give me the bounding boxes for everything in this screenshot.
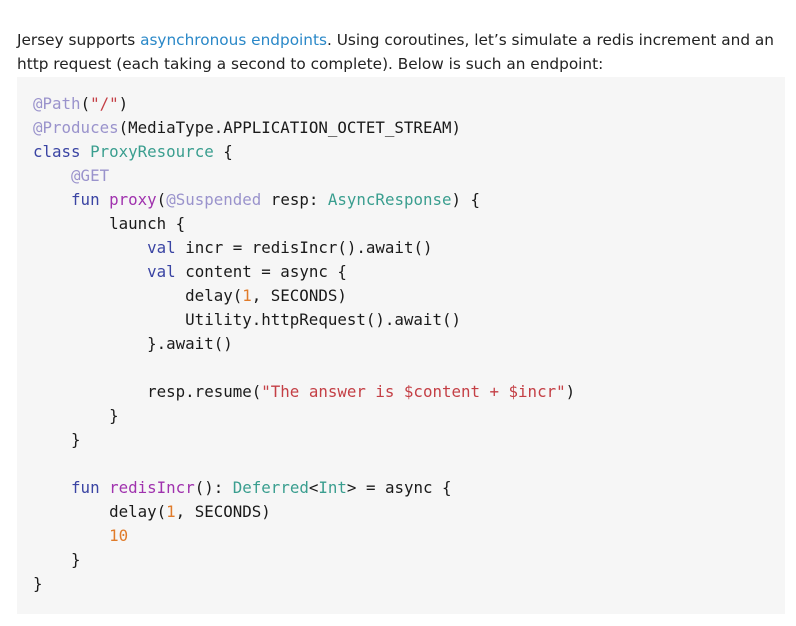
- code-token-type: Deferred: [232, 478, 309, 497]
- code-token-fn: proxy: [109, 190, 157, 209]
- code-line: @GET: [33, 164, 785, 188]
- code-token-anno: @GET: [71, 166, 110, 185]
- code-token-plain: ():: [194, 478, 233, 497]
- code-line: class ProxyResource {: [33, 140, 785, 164]
- code-listing: @Path("/")@Produces(MediaType.APPLICATIO…: [33, 92, 785, 596]
- code-token-plain: [33, 190, 71, 209]
- code-line: @Path("/"): [33, 92, 785, 116]
- code-token-plain: }: [33, 430, 81, 449]
- code-token-type: ProxyResource: [90, 142, 214, 161]
- code-token-num: 10: [109, 526, 129, 545]
- code-token-kw: val: [147, 238, 176, 257]
- code-token-plain: (MediaType.APPLICATION_OCTET_STREAM): [118, 118, 461, 137]
- code-token-plain: ) {: [451, 190, 481, 209]
- code-token-plain: , SECONDS): [251, 286, 347, 305]
- code-token-anno: @Produces: [33, 118, 119, 137]
- code-token-fn: redisIncr: [109, 478, 195, 497]
- code-token-plain: [33, 166, 71, 185]
- code-line: fun redisIncr(): Deferred<Int> = async {: [33, 476, 785, 500]
- code-line: }: [33, 428, 785, 452]
- code-token-plain: ): [118, 94, 129, 113]
- code-token-num: 1: [166, 502, 176, 521]
- code-line: val incr = redisIncr().await(): [33, 236, 785, 260]
- code-line: }.await(): [33, 332, 785, 356]
- code-line: fun proxy(@Suspended resp: AsyncResponse…: [33, 188, 785, 212]
- code-token-plain: [100, 190, 110, 209]
- code-line: [33, 356, 785, 380]
- code-token-plain: [33, 262, 147, 281]
- code-token-plain: delay(: [33, 286, 243, 305]
- code-token-plain: ): [565, 382, 576, 401]
- code-token-plain: > = async {: [346, 478, 452, 497]
- code-token-plain: }: [33, 406, 119, 425]
- code-token-type: AsyncResponse: [327, 190, 452, 209]
- code-line: 10: [33, 524, 785, 548]
- code-token-plain: }.await(): [33, 334, 233, 353]
- code-token-kw: fun: [71, 190, 100, 209]
- code-token-plain: [81, 142, 91, 161]
- code-line: }: [33, 404, 785, 428]
- code-token-anno: @Path: [33, 94, 81, 113]
- code-token-plain: launch {: [33, 214, 186, 233]
- code-token-str: "The answer is $content + $incr": [261, 382, 566, 401]
- code-token-plain: <: [308, 478, 319, 497]
- intro-paragraph: Jersey supports asynchronous endpoints. …: [17, 28, 777, 76]
- code-token-plain: Utility.httpRequest().await(): [33, 310, 461, 329]
- code-line: @Produces(MediaType.APPLICATION_OCTET_ST…: [33, 116, 785, 140]
- code-token-plain: incr = redisIncr().await(): [175, 238, 433, 257]
- code-token-plain: [33, 238, 147, 257]
- code-token-type: Int: [318, 478, 347, 497]
- code-content: @Path("/")@Produces(MediaType.APPLICATIO…: [33, 92, 785, 596]
- code-line: Utility.httpRequest().await(): [33, 308, 785, 332]
- code-token-plain: [100, 478, 110, 497]
- code-token-plain: [33, 478, 71, 497]
- code-token-plain: content = async {: [175, 262, 347, 281]
- code-token-kw: val: [147, 262, 176, 281]
- code-token-plain: resp.resume(: [33, 382, 262, 401]
- code-token-plain: , SECONDS): [175, 502, 271, 521]
- code-line: resp.resume("The answer is $content + $i…: [33, 380, 785, 404]
- code-token-str: "/": [90, 94, 119, 113]
- code-line: delay(1, SECONDS): [33, 284, 785, 308]
- code-token-num: 1: [242, 286, 252, 305]
- code-token-plain: }: [33, 550, 81, 569]
- code-line: }: [33, 548, 785, 572]
- code-token-kw: class: [33, 142, 81, 161]
- code-line: launch {: [33, 212, 785, 236]
- code-token-plain: [33, 526, 109, 545]
- code-line: [33, 452, 785, 476]
- code-token-plain: delay(: [33, 502, 167, 521]
- code-line: delay(1, SECONDS): [33, 500, 785, 524]
- intro-text-before: Jersey supports: [17, 31, 141, 50]
- code-token-plain: (: [80, 94, 91, 113]
- code-line: }: [33, 572, 785, 596]
- intro-text-after: . Using coroutines, let’s simulate a red…: [17, 31, 774, 74]
- code-block: @Path("/")@Produces(MediaType.APPLICATIO…: [17, 77, 785, 614]
- code-token-plain: resp:: [261, 190, 328, 209]
- code-token-plain: {: [213, 142, 233, 161]
- asynchronous-endpoints-link[interactable]: asynchronous endpoints: [140, 31, 327, 50]
- code-token-plain: (: [156, 190, 167, 209]
- code-token-plain: }: [33, 574, 43, 593]
- code-token-anno: @Suspended: [166, 190, 262, 209]
- code-line: val content = async {: [33, 260, 785, 284]
- code-token-kw: fun: [71, 478, 100, 497]
